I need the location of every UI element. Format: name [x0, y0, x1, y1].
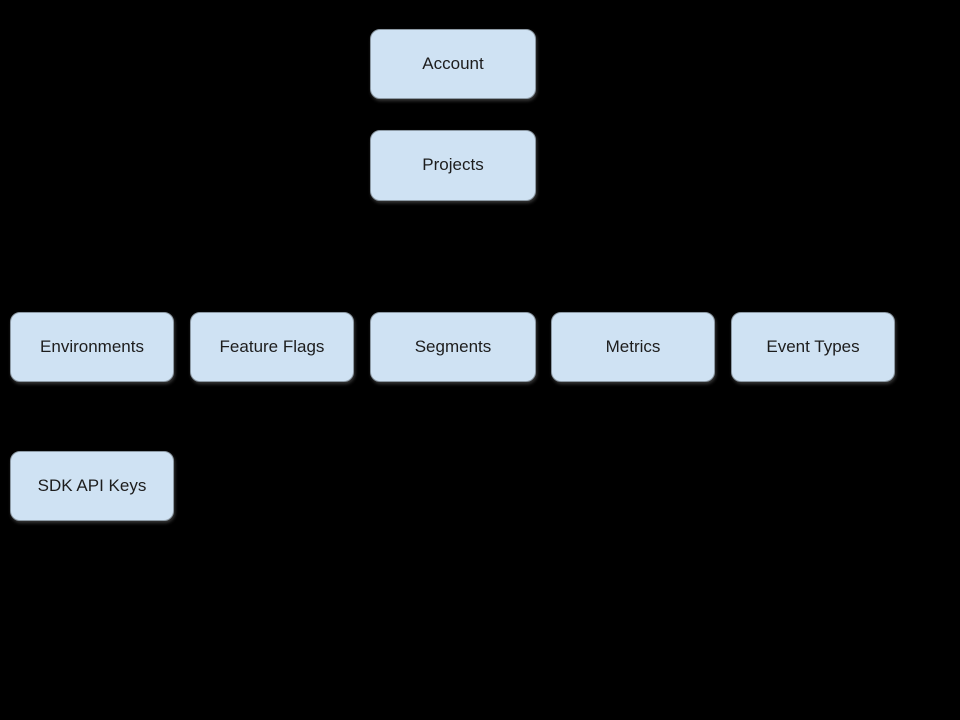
- node-environments: Environments: [10, 312, 174, 382]
- node-sdk-api-keys-label: SDK API Keys: [37, 475, 147, 495]
- node-metrics-label: Metrics: [605, 336, 661, 356]
- node-feature-flags: Feature Flags: [190, 312, 354, 382]
- node-segments-label: Segments: [414, 336, 492, 356]
- node-feature-flags-label: Feature Flags: [219, 336, 325, 356]
- node-segments: Segments: [370, 312, 536, 382]
- node-projects-label: Projects: [422, 155, 484, 175]
- node-account-label: Account: [422, 53, 484, 73]
- node-environments-label: Environments: [40, 336, 144, 356]
- node-event-types: Event Types: [731, 312, 895, 382]
- node-event-types-label: Event Types: [766, 336, 860, 356]
- node-sdk-api-keys: SDK API Keys: [10, 451, 174, 521]
- node-metrics: Metrics: [551, 312, 715, 382]
- node-account: Account: [370, 29, 536, 99]
- node-projects: Projects: [370, 130, 536, 201]
